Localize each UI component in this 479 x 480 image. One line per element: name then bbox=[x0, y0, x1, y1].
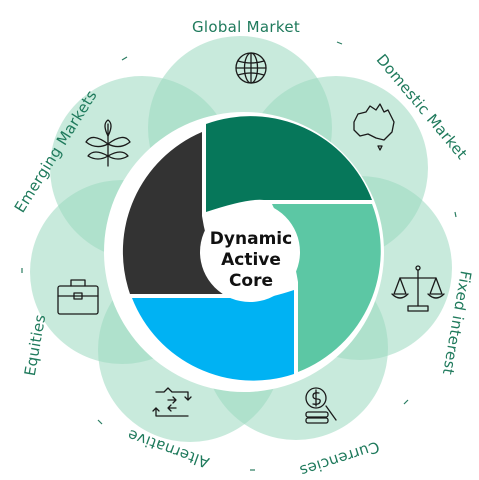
australia-map-icon bbox=[353, 103, 395, 151]
core-quadrant-dark-green bbox=[206, 116, 372, 212]
briefcase-icon bbox=[57, 279, 99, 315]
label-global-market: Global Market bbox=[192, 18, 300, 36]
center-label-line1: Dynamic bbox=[210, 229, 292, 249]
core-quadrants bbox=[122, 116, 381, 381]
label-equities: Equities bbox=[21, 313, 50, 377]
center-label-line2: Active bbox=[221, 250, 281, 270]
sprout-plant-icon bbox=[85, 119, 131, 167]
center-disc bbox=[200, 202, 300, 302]
center-label-line3: Core bbox=[229, 271, 273, 291]
ring-dash-marks bbox=[21, 41, 457, 471]
arrows-cycle-icon bbox=[152, 387, 192, 417]
label-currencies: Currencies bbox=[297, 437, 381, 480]
globe-icon bbox=[235, 52, 267, 84]
dollar-coins-icon bbox=[305, 387, 337, 424]
balance-scale-icon bbox=[391, 265, 445, 312]
core-quadrant-blue bbox=[132, 290, 294, 381]
